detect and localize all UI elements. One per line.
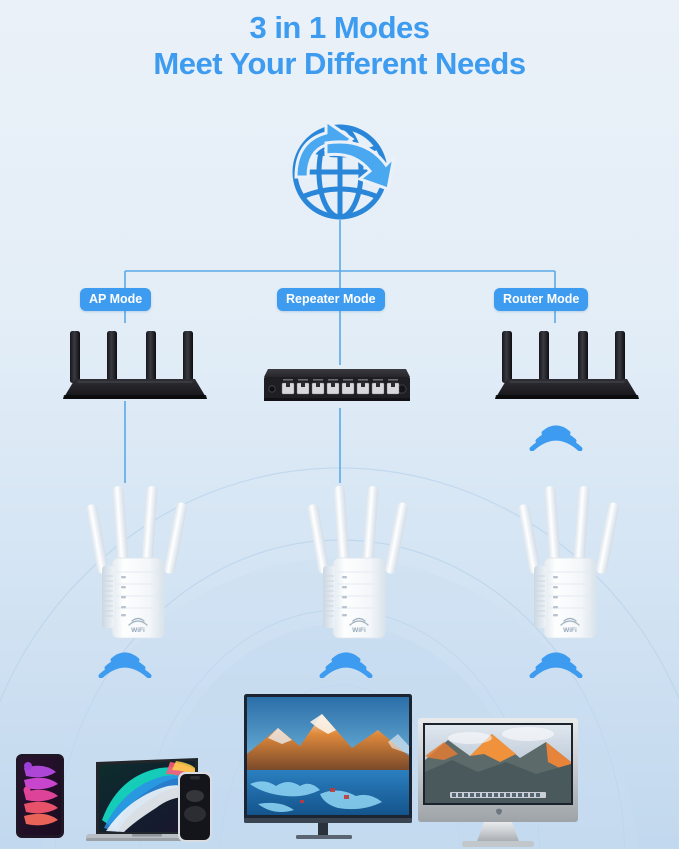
extender-wifi-logo — [349, 617, 369, 626]
client-devices-group — [16, 694, 578, 847]
extender-wifi-logo — [128, 617, 148, 626]
extender-wifi-logo — [560, 617, 580, 626]
title-line-1: 3 in 1 Modes — [249, 10, 430, 45]
extender-antennas — [307, 486, 408, 574]
wifi-extender-router-mode: WiFi — [518, 486, 619, 639]
wifi-arcs-icon-repeater — [319, 652, 373, 678]
wifi-extender-repeater: WiFi — [307, 486, 408, 639]
router-antennas — [502, 331, 625, 383]
extender-body-lines — [548, 571, 592, 609]
device-laptop — [86, 758, 208, 841]
extender-vents — [325, 575, 334, 617]
globe-with-arrow-icon — [292, 118, 397, 220]
device-tablet — [16, 754, 64, 838]
extender-antennas — [86, 486, 187, 574]
page-title: 3 in 1 Modes Meet Your Different Needs — [0, 10, 679, 82]
device-phone — [178, 772, 212, 842]
extender-logo-text: WiFi — [131, 627, 145, 634]
extender-vents — [104, 575, 113, 617]
extender-leds — [553, 576, 558, 617]
extender-leds — [342, 576, 347, 617]
network-switch-8-port — [264, 369, 410, 401]
wifi-arcs-icon-router — [529, 425, 583, 451]
extender-antennas — [518, 486, 619, 574]
extender-vents — [536, 575, 545, 617]
extender-leds — [121, 576, 126, 617]
black-router-router-mode — [495, 331, 639, 399]
switch-ports — [281, 379, 400, 395]
black-router-ap — [63, 331, 207, 399]
device-imac — [418, 718, 578, 847]
mode-label-router[interactable]: Router Mode — [494, 288, 589, 311]
router-antennas — [70, 331, 193, 383]
mode-label-ap[interactable]: AP Mode — [80, 288, 152, 311]
wifi-arcs-icon-ap — [98, 652, 152, 678]
extender-logo-text: WiFi — [352, 627, 366, 634]
tablet-wallpaper-swirls — [23, 762, 58, 826]
wifi-arcs-icon-router-mode — [529, 652, 583, 678]
device-tv — [244, 694, 412, 839]
mode-label-repeater[interactable]: Repeater Mode — [277, 288, 385, 311]
wifi-extender-ap: WiFi — [86, 486, 187, 639]
title-line-2: Meet Your Different Needs — [153, 45, 526, 81]
extender-logo-text: WiFi — [563, 627, 577, 634]
